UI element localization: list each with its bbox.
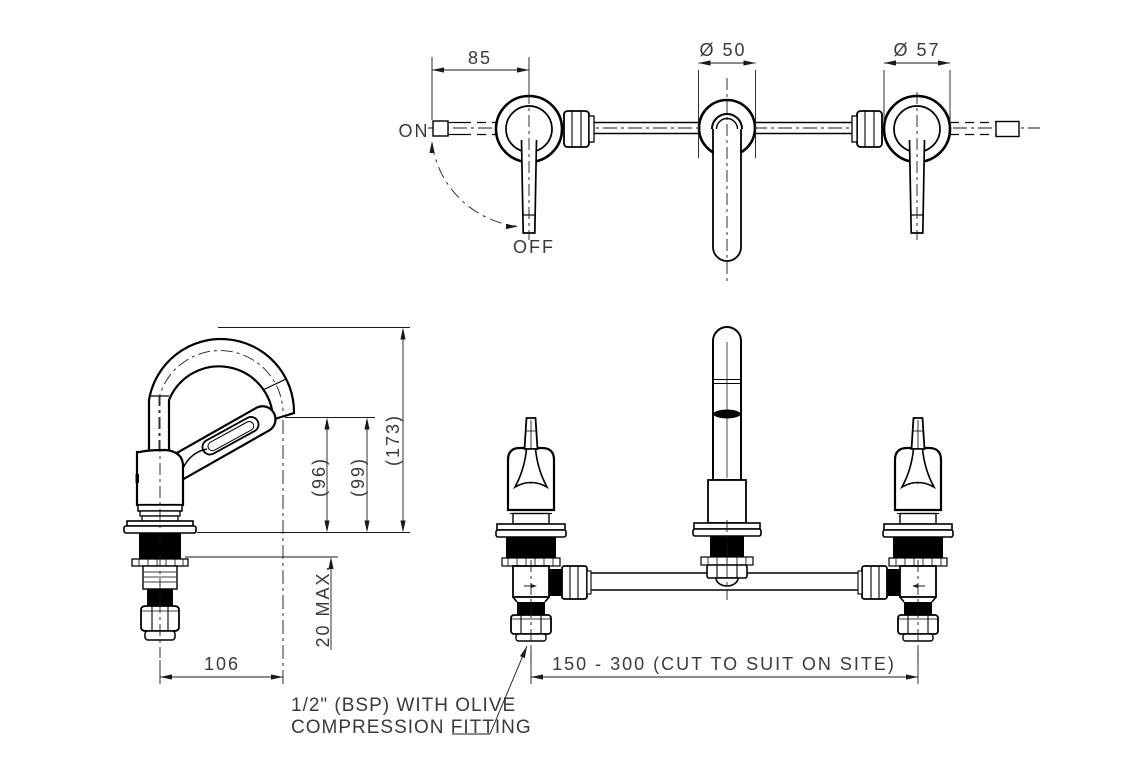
dimension-span: 150 - 300 (CUT TO SUIT ON SITE)	[530, 648, 919, 684]
dim-99-label: (99)	[348, 457, 368, 497]
handle-ghost-tip	[995, 120, 1020, 138]
dimension-85: 85	[431, 48, 530, 120]
side-view: (96) (99) (173) 20 MAX. 106	[123, 327, 410, 684]
fitting-note: 1/2" (BSP) WITH OLIVE COMPRESSION FITTIN…	[291, 645, 532, 738]
dimension-20max: 20 MAX.	[313, 557, 334, 650]
dim-d50-label: Ø 50	[699, 40, 746, 60]
dimension-96: (96)	[309, 417, 330, 533]
dimension-173: (173)	[383, 327, 406, 533]
pipe-compression-nut	[561, 565, 588, 600]
dim-span-label: 150 - 300 (CUT TO SUIT ON SITE)	[552, 654, 896, 674]
front-view: 150 - 300 (CUT TO SUIT ON SITE)	[495, 326, 955, 684]
flow-direction-mark	[524, 584, 537, 588]
plan-right-handle	[851, 92, 1020, 240]
fitting-note-line2: COMPRESSION FITTING	[291, 717, 532, 738]
front-spout	[692, 326, 762, 600]
side-valve-body	[123, 394, 208, 658]
handle-on-ghost-tip	[432, 120, 449, 137]
leader-line	[452, 645, 528, 735]
dim-d57-label: Ø 57	[893, 40, 940, 60]
handle-on-label: ON	[399, 121, 430, 141]
plan-left-handle	[432, 92, 595, 240]
dim-106-label: 106	[204, 654, 240, 674]
fitting-note-line1: 1/2" (BSP) WITH OLIVE	[291, 695, 516, 716]
dim-85-label: 85	[468, 48, 492, 68]
dimension-99: (99)	[348, 417, 370, 533]
front-right-valve	[856, 416, 955, 666]
plan-left-nut	[563, 110, 595, 148]
dimension-d57: Ø 57	[883, 40, 951, 126]
on-off-arc: ON OFF	[399, 121, 555, 257]
dim-20max-label: 20 MAX.	[313, 564, 333, 647]
plan-right-nut	[851, 110, 883, 148]
handle-off-label: OFF	[513, 237, 555, 257]
plan-view: 85 ON OFF Ø 50	[399, 40, 1040, 282]
side-spout	[147, 337, 296, 456]
plan-supply-pipe	[594, 121, 858, 135]
plan-spout	[697, 78, 757, 282]
front-left-valve	[495, 417, 592, 664]
handle-blade	[512, 448, 550, 490]
dimension-106: 106	[159, 654, 283, 684]
dimension-d50: Ø 50	[698, 40, 756, 158]
dim-96-label: (96)	[309, 457, 329, 497]
dim-173-label: (173)	[383, 414, 403, 466]
